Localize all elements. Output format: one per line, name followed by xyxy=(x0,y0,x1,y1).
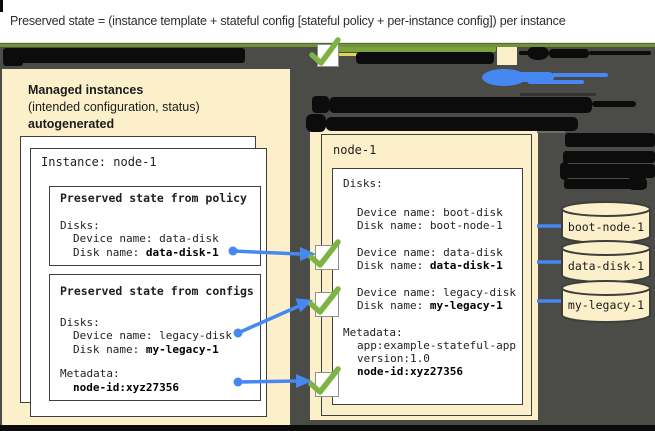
panel-heading: Managed instances (intended configuratio… xyxy=(28,82,200,133)
bottom-border-bar xyxy=(0,425,655,431)
node-panel: node-1 Disks: Device name: boot-disk Dis… xyxy=(310,122,538,420)
checkbox-legacy-disk xyxy=(315,292,339,317)
redaction-bar xyxy=(564,179,647,189)
node-title: node-1 xyxy=(333,143,377,157)
metadata-value: node-id:xyz27356 xyxy=(357,365,463,378)
redaction-bar xyxy=(549,49,589,58)
metadata-heading: Metadata: xyxy=(343,326,403,339)
redaction-bar xyxy=(519,51,528,55)
instance-label: Instance: node-1 xyxy=(41,155,157,169)
redaction-bar xyxy=(565,133,655,147)
blue-scribble-line xyxy=(528,80,584,84)
redaction-bar xyxy=(356,52,494,64)
policy-state-box: Preserved state from policy Disks: Devic… xyxy=(49,186,261,266)
metadata-value: node-id:xyz27356 xyxy=(73,380,179,394)
device-name-line: Device name: data-disk xyxy=(73,232,219,245)
blue-scribble-blob xyxy=(482,69,526,86)
checkbox-node-id xyxy=(315,372,339,397)
metadata-block: Metadata: app:example-stateful-app versi… xyxy=(343,326,522,378)
redaction-blob xyxy=(629,176,646,190)
blue-scribble-bar xyxy=(518,72,554,82)
disk-entry-data: Device name: data-disk Disk name: data-d… xyxy=(357,246,503,272)
disk-cylinder-label: data-disk-1 xyxy=(567,259,645,273)
blue-scribble-line xyxy=(552,73,608,77)
node-box: node-1 Disks: Device name: boot-disk Dis… xyxy=(321,134,532,416)
heading-managed-instances: Managed instances xyxy=(28,83,144,97)
redaction-blob xyxy=(527,46,549,60)
redaction-bar xyxy=(329,97,592,113)
title-bar: Preserved state = (instance template + s… xyxy=(0,0,655,43)
disk-name-line: Disk name: my-legacy-1 xyxy=(73,342,219,356)
redaction-blob xyxy=(312,96,329,113)
configs-box-title: Preserved state from configs xyxy=(60,284,254,298)
checkbox-data-disk xyxy=(315,245,339,270)
heading-autogenerated: autogenerated xyxy=(28,117,115,131)
managed-instances-panel: Managed instances (intended configuratio… xyxy=(2,69,290,425)
metadata-line: app:example-stateful-app xyxy=(357,339,516,352)
disk-name-value: my-legacy-1 xyxy=(429,299,503,312)
disk-name-line: Disk name: data-disk-1 xyxy=(73,245,219,259)
heading-subtitle: (intended configuration, status) xyxy=(28,100,200,114)
disks-heading: Disks: xyxy=(60,218,100,232)
disk-name-value: boot-node-1 xyxy=(429,219,503,232)
redaction-bar xyxy=(3,48,245,63)
disk-entry-legacy: Device name: legacy-disk Disk name: my-l… xyxy=(357,286,516,312)
yellow-strike-line xyxy=(338,53,362,56)
instance-card: Instance: node-1 Preserved state from po… xyxy=(30,148,267,417)
checkbox-top xyxy=(317,44,339,67)
configs-state-box: Preserved state from configs Disks: Devi… xyxy=(49,274,261,401)
policy-box-title: Preserved state from policy xyxy=(60,191,247,205)
node-state-box: Disks: Device name: boot-disk Disk name:… xyxy=(332,168,523,405)
page-title: Preserved state = (instance template + s… xyxy=(10,14,566,28)
disks-heading: Disks: xyxy=(60,315,100,329)
disk-entry-boot: Device name: boot-disk Disk name: boot-n… xyxy=(357,206,503,232)
device-name-line: Device name: legacy-disk xyxy=(73,329,232,342)
redaction-bar xyxy=(563,151,655,163)
redaction-bar xyxy=(589,51,651,55)
metadata-heading: Metadata: xyxy=(60,367,120,380)
redaction-bar xyxy=(563,164,655,178)
green-strike-line xyxy=(338,46,496,52)
cream-block xyxy=(497,44,517,65)
disk-cylinder-label: boot-node-1 xyxy=(567,220,645,234)
redaction-bar xyxy=(326,117,578,131)
disk-name-value: data-disk-1 xyxy=(145,245,219,259)
redaction-bar xyxy=(592,101,636,107)
redaction-bar xyxy=(3,60,23,66)
corner-mark xyxy=(0,0,3,12)
redaction-blob xyxy=(306,114,326,132)
disk-cylinder-label: my-legacy-1 xyxy=(567,298,645,312)
disks-heading: Disks: xyxy=(343,177,383,190)
metadata-line: version:1.0 xyxy=(357,352,430,365)
gray-connector-line xyxy=(537,131,565,133)
gray-line xyxy=(520,93,596,96)
disk-name-value: my-legacy-1 xyxy=(145,342,219,356)
disk-name-value: data-disk-1 xyxy=(429,259,503,272)
